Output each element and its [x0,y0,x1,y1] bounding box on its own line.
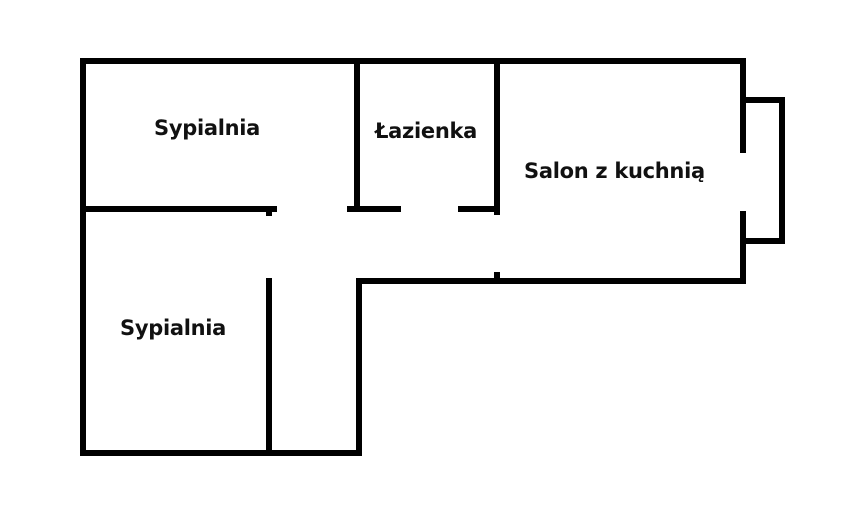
wall-living-tick [494,272,500,280]
wall-bathroom-living [494,58,500,215]
room-label-living-kitchen: Salon z kuchnią [524,159,705,183]
wall-living-bottom [356,278,746,284]
wall-bedroom-bottom-right [266,278,272,456]
wall-bathroom-bottom-left [347,206,401,212]
wall-balcony-top [740,97,785,103]
room-label-bedroom-top: Sypialnia [154,116,261,140]
wall-balcony-bottom [740,238,785,244]
wall-living-right-lower [740,211,746,284]
wall-left [80,58,86,456]
wall-bottom-left [80,450,362,456]
wall-balcony-right [779,97,785,244]
wall-bedrooms-divider [80,206,277,212]
wall-bathroom-bottom-right [458,206,500,212]
wall-bedroom-bathroom [354,58,360,212]
room-label-bathroom: Łazienka [375,119,478,143]
wall-living-right-upper [740,58,746,153]
wall-door-jamb-top-bedroom [266,206,272,216]
wall-top [80,58,746,64]
room-label-bedroom-bottom: Sypialnia [120,316,227,340]
wall-corridor-right [356,278,362,456]
